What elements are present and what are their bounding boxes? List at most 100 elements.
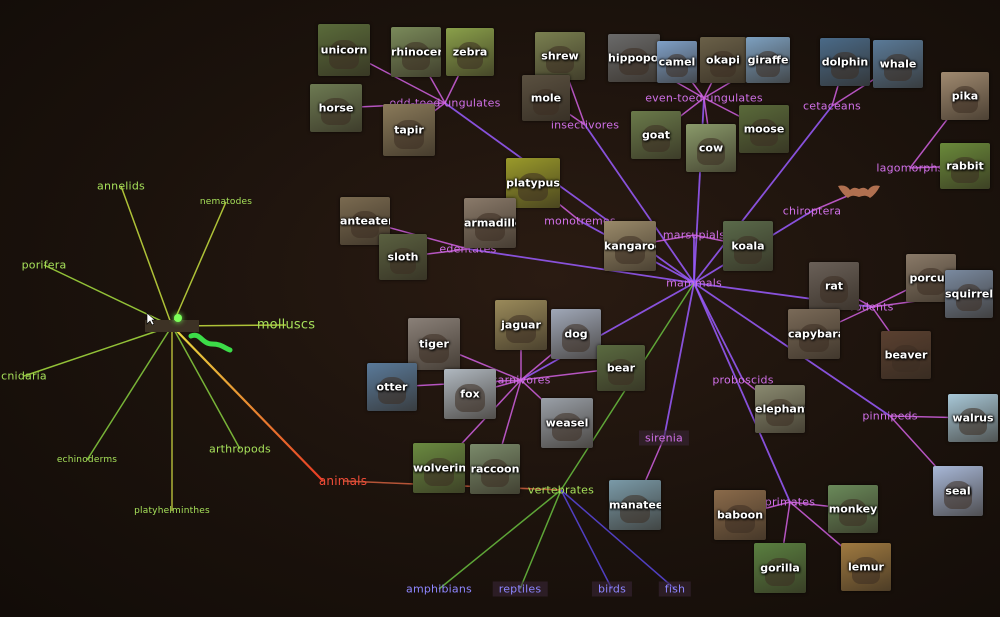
edge-vertebrates-reptiles <box>519 489 562 590</box>
animal-thumbnail-label: unicorn <box>320 43 368 57</box>
node-label-mammals[interactable]: mammals <box>666 276 722 290</box>
animal-thumbnail-fox[interactable]: fox <box>444 369 496 419</box>
invertebrates-hub[interactable] <box>145 320 199 332</box>
node-label-carnivores[interactable]: carnivores <box>491 373 551 387</box>
animal-thumbnail-seal[interactable]: seal <box>933 466 983 516</box>
node-label-platyhelminthes[interactable]: platyhelminthes <box>134 506 210 516</box>
animal-silhouette <box>532 88 560 115</box>
animal-thumbnail-pika[interactable]: pika <box>941 72 989 120</box>
node-label-nematodes[interactable]: nematodes <box>199 197 253 207</box>
animal-thumbnail-shrew[interactable]: shrew <box>535 32 585 80</box>
animal-thumbnail-unicorn[interactable]: unicorn <box>318 24 370 76</box>
animal-thumbnail-kangaroo[interactable]: kangaroo <box>604 221 656 271</box>
node-label-fish[interactable]: fish <box>658 581 692 597</box>
animal-thumbnail-dolphin[interactable]: dolphin <box>820 38 870 86</box>
bat-icon[interactable] <box>836 180 882 202</box>
animal-thumbnail-monkey[interactable]: monkey <box>828 485 878 533</box>
node-label-monotremes[interactable]: monotremes <box>544 214 616 228</box>
animal-thumbnail-beaver[interactable]: beaver <box>881 331 931 379</box>
animal-thumbnail-baboon[interactable]: baboon <box>714 490 766 540</box>
animal-thumbnail-label: mole <box>530 91 562 105</box>
animal-thumbnail-cow[interactable]: cow <box>686 124 736 172</box>
animal-thumbnail-koala[interactable]: koala <box>723 221 773 271</box>
edge-mammals-sirenia <box>663 282 695 439</box>
animal-thumbnail-label: pika <box>951 89 979 103</box>
node-label-reptiles[interactable]: reptiles <box>492 581 548 597</box>
node-label-amphibians[interactable]: amphibians <box>406 582 472 596</box>
node-label-animals[interactable]: animals <box>318 474 368 488</box>
animal-thumbnail-label: armadillo <box>464 216 516 230</box>
animal-thumbnail-weasel[interactable]: weasel <box>541 398 593 448</box>
animal-thumbnail-goat[interactable]: goat <box>631 111 681 159</box>
animal-thumbnail-moose[interactable]: moose <box>739 105 789 153</box>
node-label-rodents[interactable]: rodents <box>850 300 894 314</box>
node-label-birds[interactable]: birds <box>591 581 633 597</box>
node-label-cetaceans[interactable]: cetaceans <box>803 99 861 113</box>
animal-thumbnail-mole[interactable]: mole <box>522 75 570 121</box>
animal-thumbnail-tiger[interactable]: tiger <box>408 318 460 370</box>
animal-thumbnail-capybara[interactable]: capybara <box>788 309 840 359</box>
animal-thumbnail-okapi[interactable]: okapi <box>700 37 746 83</box>
animal-thumbnail-label: whale <box>879 57 917 71</box>
animal-thumbnail-raccoon[interactable]: raccoon <box>470 444 520 494</box>
animal-thumbnail-rat[interactable]: rat <box>809 262 859 310</box>
node-label-lagomorphs[interactable]: lagomorphs <box>876 161 944 175</box>
animal-thumbnail-hippopotamus[interactable]: hippopotamus <box>608 34 660 82</box>
animal-thumbnail-zebra[interactable]: zebra <box>446 28 494 76</box>
animal-thumbnail-elephant[interactable]: elephant <box>755 385 805 433</box>
animal-thumbnail-gorilla[interactable]: gorilla <box>754 543 806 593</box>
node-label-insectivores[interactable]: insectivores <box>550 118 620 132</box>
animal-thumbnail-dog[interactable]: dog <box>551 309 601 359</box>
node-label-pinnipeds[interactable]: pinnipeds <box>862 409 918 423</box>
animal-thumbnail-bear[interactable]: bear <box>597 345 645 391</box>
animal-silhouette <box>765 558 795 586</box>
node-label-marsupials[interactable]: marsupials <box>662 228 726 242</box>
animal-silhouette <box>351 211 379 239</box>
node-label-porifera[interactable]: porifera <box>21 258 67 272</box>
node-label-sirenia[interactable]: sirenia <box>638 430 690 446</box>
animal-thumbnail-label: monkey <box>828 502 878 516</box>
animal-silhouette <box>607 358 635 385</box>
node-label-proboscids[interactable]: proboscids <box>712 373 774 387</box>
animal-thumbnail-rabbit[interactable]: rabbit <box>940 143 990 189</box>
animal-thumbnail-tapir[interactable]: tapir <box>383 104 435 156</box>
animal-thumbnail-wolverine[interactable]: wolverine <box>413 443 465 493</box>
animal-thumbnail-whale[interactable]: whale <box>873 40 923 88</box>
animal-silhouette <box>389 247 417 274</box>
animal-thumbnail-label: porcup <box>909 271 953 285</box>
animal-thumbnail-label: koala <box>731 239 765 253</box>
animal-thumbnail-camel[interactable]: camel <box>657 41 697 83</box>
animal-thumbnail-armadillo[interactable]: armadillo <box>464 198 516 248</box>
node-label-vertebrates[interactable]: vertebrates <box>527 483 595 497</box>
animal-thumbnail-label: giraffe <box>747 53 789 67</box>
cursor-icon <box>146 312 156 326</box>
node-label-primates[interactable]: primates <box>764 495 816 509</box>
node-label-annelids[interactable]: annelids <box>97 179 145 193</box>
animal-silhouette <box>481 459 509 487</box>
animal-thumbnail-otter[interactable]: otter <box>367 363 417 411</box>
node-label-arthropods[interactable]: arthropods <box>209 442 271 456</box>
animal-thumbnail-label: weasel <box>545 416 589 430</box>
animal-thumbnail-walrus[interactable]: walrus <box>948 394 998 442</box>
animal-thumbnail-manatee[interactable]: manatee <box>609 480 661 530</box>
animal-thumbnail-lemur[interactable]: lemur <box>841 543 891 591</box>
animal-thumbnail-label: elephant <box>755 402 805 416</box>
animal-thumbnail-rhinoceros[interactable]: rhinoceros <box>391 27 441 77</box>
node-label-chiroptera[interactable]: chiroptera <box>782 204 842 218</box>
animal-silhouette <box>329 39 359 69</box>
animal-thumbnail-jaguar[interactable]: jaguar <box>495 300 547 350</box>
animal-silhouette <box>619 48 649 76</box>
node-label-echinoderms[interactable]: echinoderms <box>56 455 118 465</box>
node-label-molluscs[interactable]: molluscs <box>256 317 316 333</box>
animal-silhouette <box>475 213 505 241</box>
animal-thumbnail-horse[interactable]: horse <box>310 84 362 132</box>
edge-mammals-cetaceans <box>693 105 833 284</box>
animal-thumbnail-platypus[interactable]: platypus <box>506 158 560 208</box>
animal-thumbnail-sloth[interactable]: sloth <box>379 234 427 280</box>
node-label-cnidaria[interactable]: cnidaria <box>1 369 47 383</box>
node-label-eventoed[interactable]: even-toed ungulates <box>645 91 763 105</box>
animal-thumbnail-giraffe[interactable]: giraffe <box>746 37 790 83</box>
animal-silhouette <box>546 46 574 74</box>
animal-thumbnail-squirrel[interactable]: squirrel <box>945 270 993 318</box>
